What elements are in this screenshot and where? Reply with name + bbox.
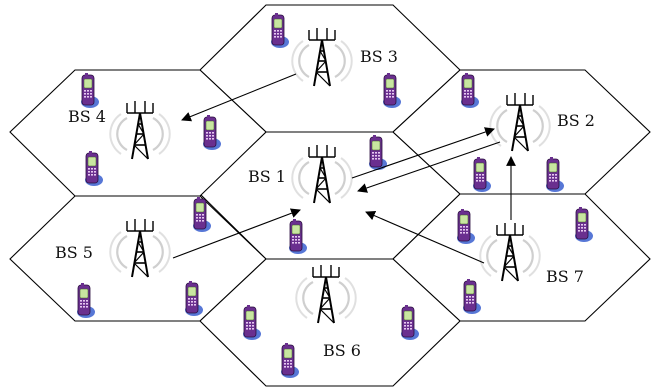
arrow-bs7-bs1 [365, 210, 485, 264]
cell-grid [9, 4, 651, 387]
cell-bs6 [199, 258, 461, 387]
bs1-label: BS 1 [248, 167, 286, 186]
bs6-label: BS 6 [323, 341, 361, 360]
arrow-bs2-bs1 [357, 141, 501, 193]
bs5-label: BS 5 [55, 243, 93, 262]
arrow-bs3-bs4 [181, 73, 297, 122]
arrow-bs5-bs1 [172, 208, 301, 259]
bs3-label: BS 3 [360, 47, 398, 66]
bs7-label: BS 7 [546, 267, 584, 286]
bs2-label: BS 2 [557, 111, 595, 130]
link-arrows [172, 73, 516, 264]
label-layer: BS 1 BS 2 BS 3 BS 4 BS 5 BS 6 BS 7 [55, 47, 595, 360]
bs4-label: BS 4 [68, 107, 106, 126]
arrow-bs1-bs2 [351, 127, 495, 179]
